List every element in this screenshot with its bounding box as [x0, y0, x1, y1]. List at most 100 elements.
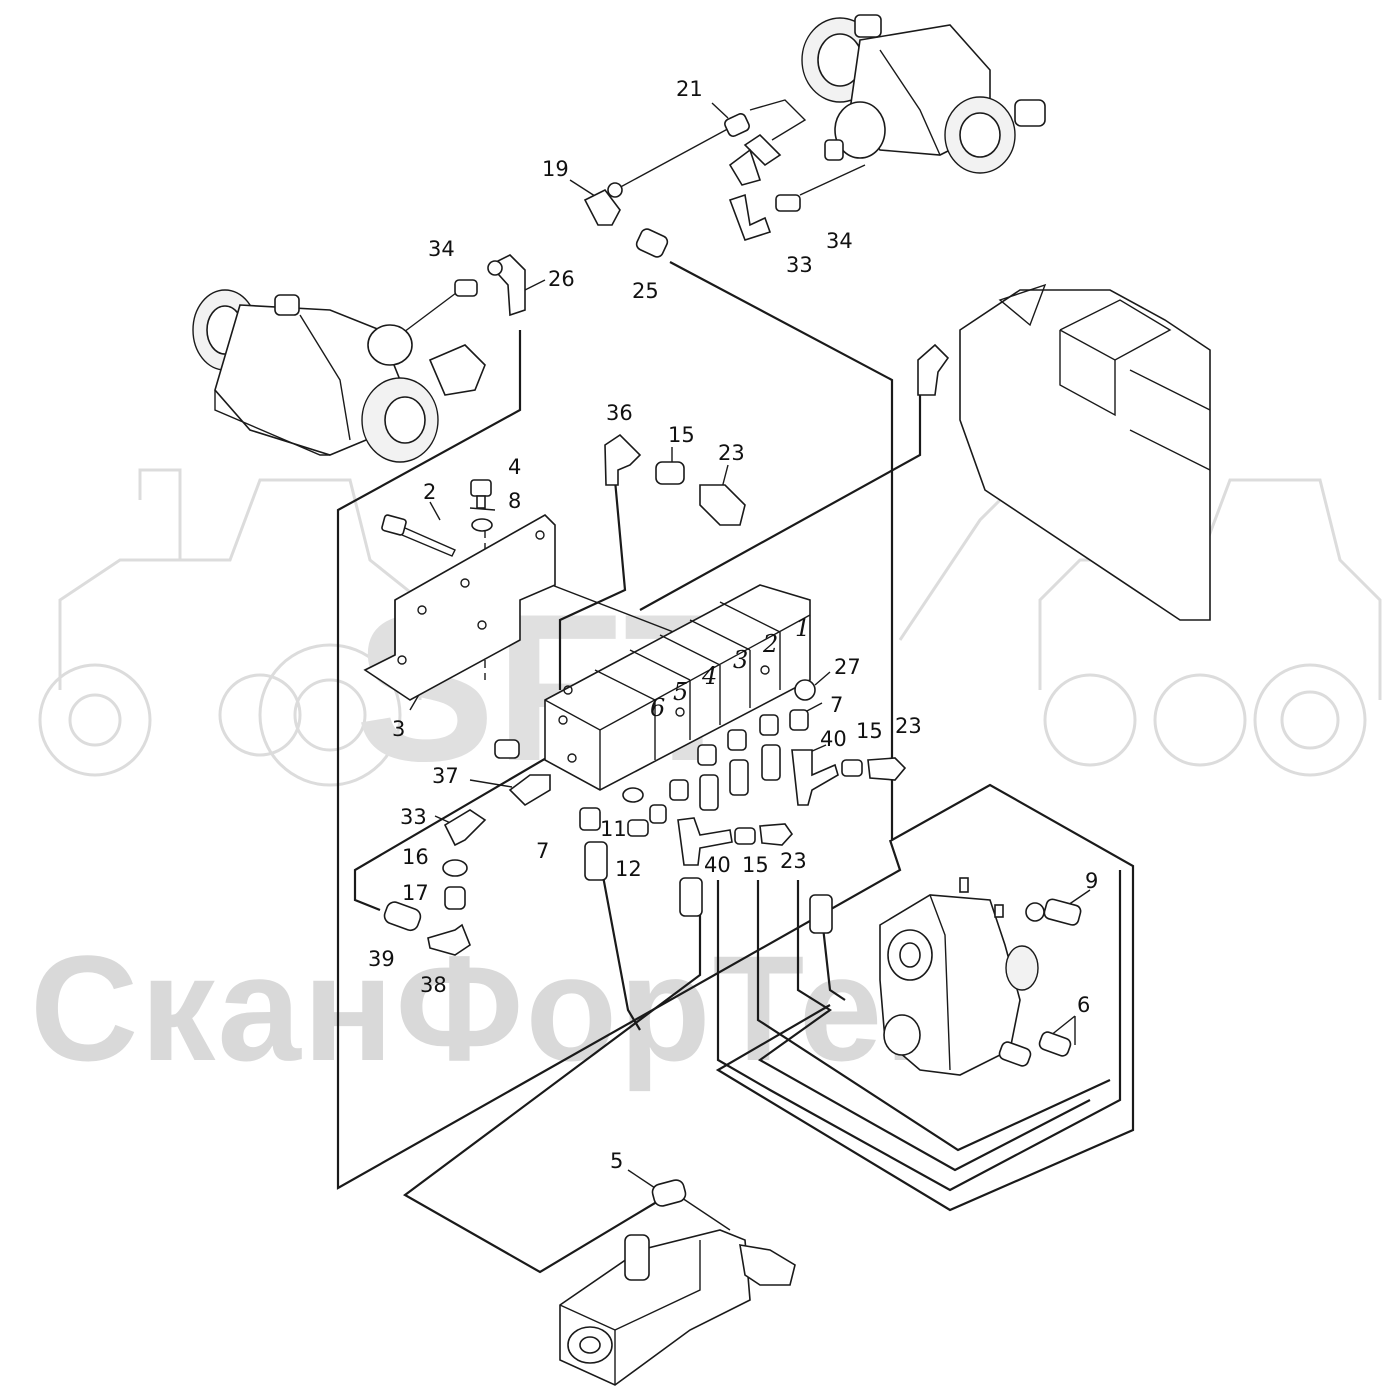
callout-11: 11: [600, 817, 627, 841]
valve-section-2: 2: [762, 630, 778, 658]
bolt-2: [381, 514, 456, 557]
leader-7a: [804, 702, 823, 713]
mounting-bracket: [363, 479, 556, 701]
callout-27: 27: [834, 655, 861, 679]
hose-end-7b: [584, 841, 608, 881]
hose-7-down: [598, 859, 641, 1031]
leader-26: [524, 279, 546, 291]
hose-15-lower: [756, 880, 1111, 1152]
leader-34b-line: [399, 289, 461, 336]
fitting-15c: [734, 827, 756, 845]
callout-4: 4: [508, 455, 521, 479]
callout-6: 6: [1077, 993, 1090, 1017]
watermark-brand-text: СканФорТек: [30, 924, 961, 1092]
hose-23-lower: [757, 880, 1091, 1172]
watermark-tractor-right: [898, 467, 1382, 777]
callout-25: 25: [632, 279, 659, 303]
callout-2: 2: [423, 480, 436, 504]
fitting-27: [794, 679, 816, 701]
fitting-12: [627, 819, 649, 837]
hose-36-block: [558, 479, 627, 690]
leader-9: [1067, 889, 1091, 906]
leader-2: [429, 501, 441, 521]
leader-8: [469, 507, 496, 511]
fitting-23c: [759, 823, 794, 846]
callout-15-bottom: 15: [742, 853, 769, 877]
callout-23-right: 23: [895, 714, 922, 738]
callout-3: 3: [392, 717, 405, 741]
fitting-36: [604, 433, 642, 486]
fitting-tank-elbow: [917, 343, 950, 396]
watermark-tractor-left: [38, 468, 422, 787]
fitting-15a: [655, 461, 685, 485]
hose-40-lower: [716, 870, 1122, 1192]
hose-end-right-7: [809, 894, 833, 934]
callout-26: 26: [548, 267, 575, 291]
fittings-top: [454, 99, 950, 526]
fitting-39: [383, 901, 422, 932]
callout-33-top: 33: [786, 253, 813, 277]
elbow-upper: [728, 133, 782, 186]
callout-40-bottom: 40: [704, 853, 731, 877]
fitting-34b: [454, 279, 478, 297]
callout-39: 39: [368, 947, 395, 971]
top-left-drive-unit: [192, 289, 486, 463]
hose-bottom-5: [402, 900, 702, 1274]
fitting-19: [583, 182, 623, 226]
callout-19: 19: [542, 157, 569, 181]
hydraulic-tank: [959, 283, 1211, 621]
transfer-gearbox: [879, 877, 1082, 1076]
fitting-26: [487, 254, 526, 317]
callout-7-right: 7: [830, 693, 843, 717]
callout-33-left: 33: [400, 805, 427, 829]
callout-34-right: 34: [826, 229, 853, 253]
fittings-6: [998, 1031, 1072, 1067]
fitting-9: [1025, 898, 1082, 926]
callout-36: 36: [606, 401, 633, 425]
hose-center-right: [669, 261, 1135, 1212]
top-right-drive-unit: [801, 14, 1046, 174]
leader-34a-line: [799, 164, 866, 196]
leader-37: [469, 779, 513, 788]
tee-40a: [791, 749, 839, 806]
leader-27: [814, 671, 831, 686]
hose-block-tank: [639, 390, 922, 611]
hose-end-40b: [679, 877, 703, 917]
fittings-7-row: [649, 709, 809, 824]
callout-16: 16: [402, 845, 429, 869]
plug-left-block: [494, 739, 520, 759]
fitting-5: [651, 1179, 687, 1207]
callout-23-top: 23: [718, 441, 745, 465]
callout-23-bottom: 23: [780, 849, 807, 873]
fitting-16: [442, 859, 468, 877]
callout-15-top: 15: [668, 423, 695, 447]
callout-38: 38: [420, 973, 447, 997]
bolt-4: [470, 479, 493, 532]
callout-12: 12: [615, 857, 642, 881]
hydraulic-pump: [559, 1179, 796, 1386]
fitting-33a: [728, 193, 772, 241]
callout-7-left: 7: [536, 839, 549, 863]
callout-21: 21: [676, 77, 703, 101]
leader-23a: [721, 464, 729, 489]
hose-routing-lines: [336, 102, 1135, 1274]
leader-21-line: [614, 124, 736, 191]
fitting-25: [635, 228, 669, 258]
callout-8: 8: [508, 489, 521, 513]
valve-section-3: 3: [733, 646, 748, 674]
fitting-38: [427, 923, 471, 956]
valve-section-6: 6: [650, 694, 665, 722]
callout-37: 37: [432, 764, 459, 788]
callout-5: 5: [610, 1149, 623, 1173]
fitting-23b: [867, 757, 907, 781]
callout-labels: 21 19 34 33 25 34 26 36 15 23 4 2 8 3 27…: [368, 77, 1098, 1173]
callout-15-right: 15: [856, 719, 883, 743]
fittings-block: [383, 679, 907, 956]
fitting-23a: [699, 484, 746, 526]
callout-34-left: 34: [428, 237, 455, 261]
valve-section-5: 5: [673, 678, 688, 706]
fitting-34a: [775, 194, 801, 212]
hose-ends-block: [699, 744, 781, 811]
tee-40b: [677, 817, 733, 866]
